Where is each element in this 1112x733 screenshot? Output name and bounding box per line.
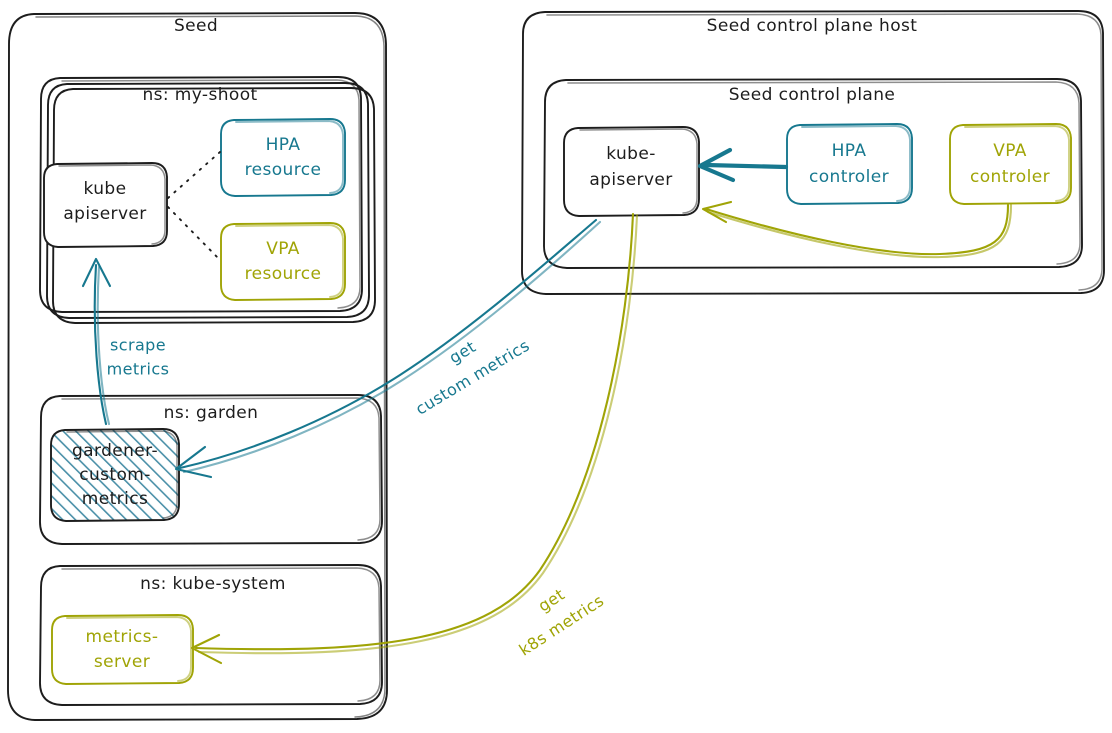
ns-garden-label: ns: garden <box>164 403 259 423</box>
node-metrics-server: metrics- server <box>51 614 194 685</box>
node-gardener-custom-metrics: gardener- custom- metrics <box>50 428 180 522</box>
edge-hpa-controler-to-apiserver <box>697 147 789 183</box>
vpa-resource-label-line2: resource <box>245 264 322 284</box>
node-hpa-controler: HPA controler <box>786 123 913 205</box>
node-vpa-controler: VPA controler <box>949 123 1072 205</box>
node-vpa-resource: VPA resource <box>220 222 346 301</box>
hpa-controler-label-line2: controler <box>809 167 889 187</box>
edge-label-get-k8s-metrics-line1: get <box>535 585 568 616</box>
gardener-custom-metrics-label-line3: metrics <box>82 489 148 509</box>
vpa-resource-label-line1: VPA <box>266 239 300 259</box>
hpa-resource-label-line2: resource <box>245 160 322 180</box>
edge-scrape-metrics: scrape metrics <box>81 257 170 426</box>
edge-label-get-custom-metrics-line1: get <box>446 337 479 367</box>
metrics-server-label-line1: metrics- <box>86 627 159 647</box>
edge-label-scrape-metrics-line2: metrics <box>107 360 170 379</box>
ns-kube-system-label: ns: kube-system <box>140 574 286 594</box>
gardener-custom-metrics-label-line2: custom- <box>79 465 151 485</box>
ns-my-shoot-label: ns: my-shoot <box>142 85 257 105</box>
hpa-resource-label-line1: HPA <box>266 135 301 155</box>
seed-control-plane-host-label: Seed control plane host <box>707 16 918 36</box>
node-hpa-resource: HPA resource <box>220 118 346 197</box>
container-seed: Seed <box>7 12 388 721</box>
gardener-custom-metrics-label-line1: gardener- <box>72 441 158 461</box>
vpa-controler-label-line1: VPA <box>993 141 1027 161</box>
node-shoot-kube-apiserver: kube apiserver <box>43 162 168 248</box>
edge-apiserver-to-hpa-resource <box>167 151 221 199</box>
seed-kube-apiserver-label-line1: kube- <box>606 144 655 164</box>
metrics-server-label-line2: server <box>94 652 150 672</box>
shoot-kube-apiserver-label-line1: kube <box>84 179 127 199</box>
edge-apiserver-to-vpa-resource <box>167 206 221 261</box>
edge-vpa-controler-to-apiserver <box>701 200 1013 259</box>
shoot-kube-apiserver-label-line2: apiserver <box>63 204 146 224</box>
node-seed-kube-apiserver: kube- apiserver <box>563 126 700 217</box>
container-ns-my-shoot: ns: my-shoot <box>39 76 376 324</box>
seed-control-plane-label: Seed control plane <box>729 85 896 105</box>
vpa-controler-label-line2: controler <box>970 167 1050 187</box>
seed-label: Seed <box>174 16 218 36</box>
hpa-controler-label-line1: HPA <box>832 141 867 161</box>
edge-label-scrape-metrics-line1: scrape <box>110 336 166 355</box>
seed-kube-apiserver-label-line2: apiserver <box>589 170 672 190</box>
